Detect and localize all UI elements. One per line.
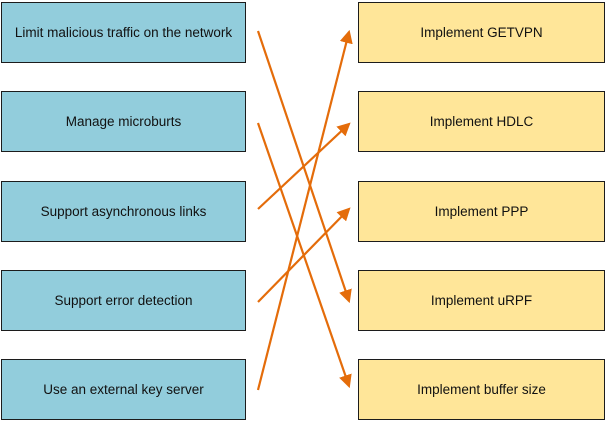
left-item-0: Limit malicious traffic on the network bbox=[1, 2, 246, 63]
connection-arrow-4 bbox=[256, 29, 353, 391]
left-item-3: Support error detection bbox=[1, 270, 246, 331]
right-item-3: Implement uRPF bbox=[358, 270, 605, 331]
left-item-label: Manage microburts bbox=[65, 114, 182, 129]
right-item-label: Implement uRPF bbox=[430, 293, 533, 308]
left-item-label: Use an external key server bbox=[43, 382, 204, 397]
left-item-2: Support asynchronous links bbox=[1, 181, 246, 242]
right-item-label: Implement PPP bbox=[434, 204, 529, 219]
left-item-4: Use an external key server bbox=[1, 359, 246, 420]
right-item-label: Implement buffer size bbox=[417, 382, 546, 397]
left-item-label: Limit malicious traffic on the network bbox=[14, 25, 233, 40]
left-item-label: Support error detection bbox=[54, 293, 193, 308]
left-item-1: Manage microburts bbox=[1, 91, 246, 152]
connection-arrow-3 bbox=[257, 207, 351, 303]
right-item-4: Implement buffer size bbox=[358, 359, 605, 420]
right-item-0: Implement GETVPN bbox=[358, 2, 605, 63]
left-item-label: Support asynchronous links bbox=[40, 204, 207, 219]
right-item-label: Implement GETVPN bbox=[420, 25, 543, 40]
right-item-2: Implement PPP bbox=[358, 181, 605, 242]
right-item-label: Implement HDLC bbox=[429, 114, 534, 129]
right-item-1: Implement HDLC bbox=[358, 91, 605, 152]
connection-arrow-2 bbox=[257, 122, 351, 210]
